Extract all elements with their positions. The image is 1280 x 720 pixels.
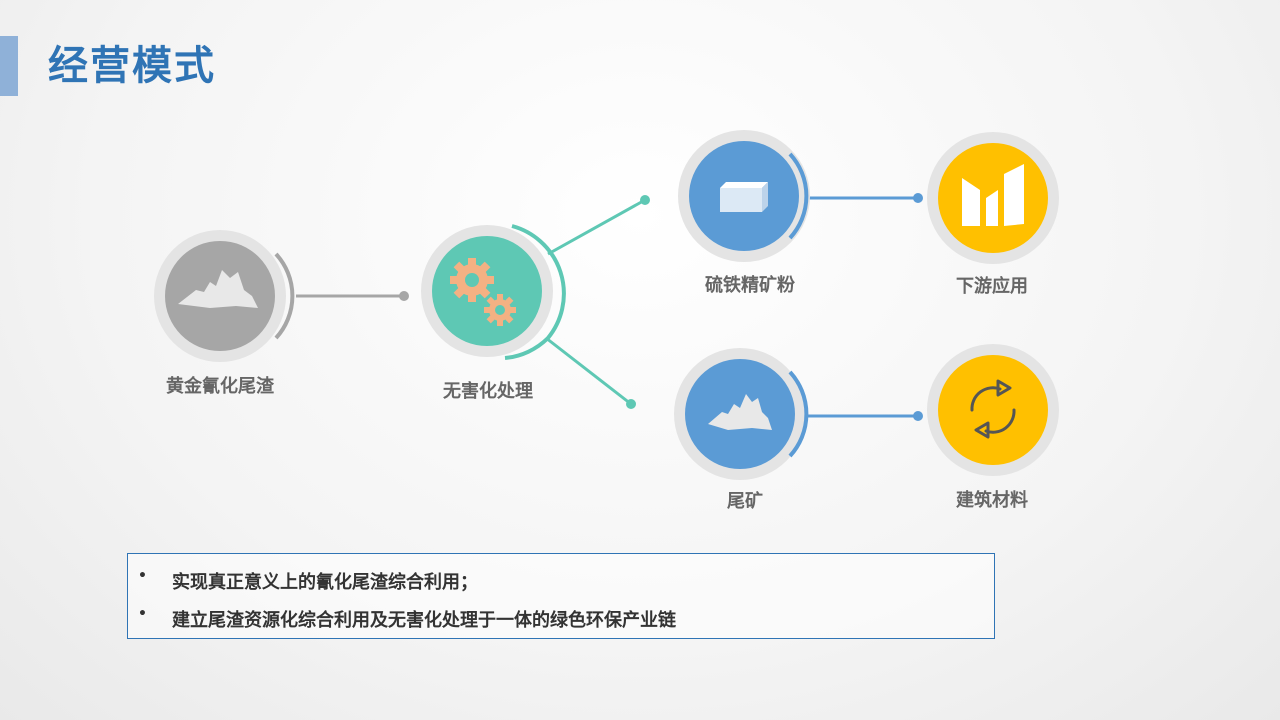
block-icon: [720, 182, 768, 212]
node-tailings: [674, 348, 809, 480]
node-label-tailings: 尾矿: [727, 491, 763, 512]
summary-item-text: 实现真正意义上的氰化尾渣综合利用；: [172, 572, 478, 593]
bullet: •: [138, 568, 147, 584]
bar-chart-icon: [962, 164, 1024, 226]
gears-icon: [450, 258, 516, 326]
node-downstream: [927, 132, 1059, 264]
recycle-arrows-icon: [970, 379, 1016, 439]
connectors: [296, 193, 923, 421]
title-accent-bar: [0, 36, 18, 96]
node-label-pyrite: 硫铁精矿粉: [705, 275, 795, 296]
summary-item-text: 建立尾渣资源化综合利用及无害化处理于一体的绿色环保产业链: [172, 610, 676, 631]
node-source: [154, 230, 295, 362]
connector-dot: [399, 291, 409, 301]
ore-pile-icon: [178, 270, 258, 308]
node-label-building: 建筑材料: [956, 490, 1028, 511]
bullet: •: [138, 606, 147, 622]
node-pyrite: [678, 130, 810, 262]
node-label-source: 黄金氰化尾渣: [166, 376, 274, 397]
node-label-downstream: 下游应用: [956, 276, 1028, 297]
connector-process-pyrite: [547, 198, 646, 256]
connector-process-tailings: [545, 336, 632, 406]
connector-dot: [913, 193, 923, 203]
connector-dot: [640, 195, 650, 205]
connector-dot: [626, 399, 636, 409]
connector-dot: [913, 411, 923, 421]
summary-box: • 实现真正意义上的氰化尾渣综合利用； • 建立尾渣资源化综合利用及无害化处理于…: [127, 553, 995, 639]
node-label-process: 无害化处理: [443, 381, 533, 402]
ore-pile-icon: [708, 394, 772, 430]
summary-item: • 实现真正意义上的氰化尾渣综合利用；: [138, 568, 478, 594]
node-process: [421, 224, 566, 360]
page-title: 经营模式: [48, 43, 216, 89]
summary-item: • 建立尾渣资源化综合利用及无害化处理于一体的绿色环保产业链: [138, 606, 676, 632]
node-building: [927, 344, 1059, 476]
